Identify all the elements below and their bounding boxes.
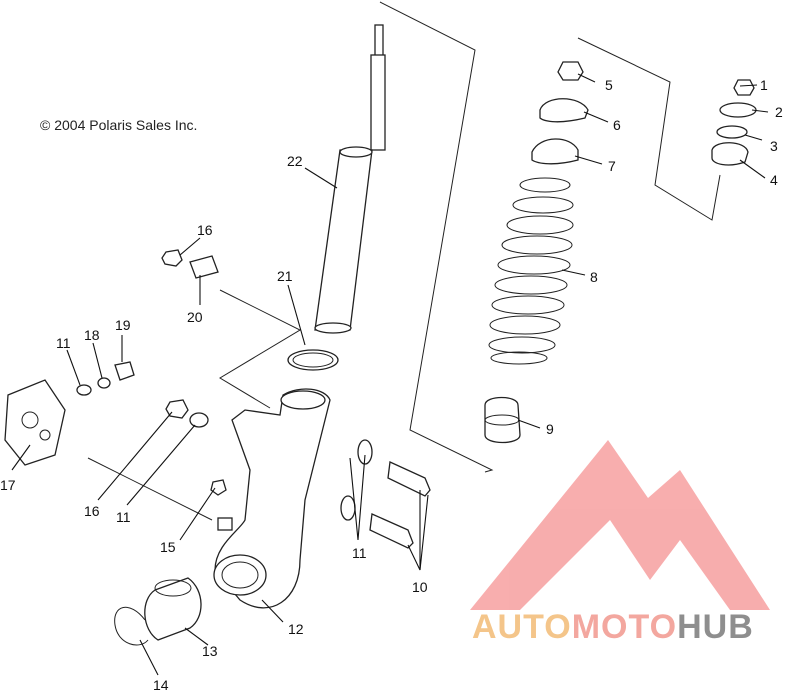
- watermark-part-hub: HUB: [677, 608, 754, 646]
- brake-caliper: [4, 379, 66, 466]
- callout-4: 4: [770, 172, 778, 188]
- callout-10: 10: [412, 579, 428, 595]
- bearing: [144, 577, 202, 641]
- upper-spring-seat: [539, 98, 589, 123]
- callout-14: 14: [153, 677, 169, 691]
- callout-21: 21: [277, 268, 293, 284]
- top-hardware-stack: [711, 79, 757, 166]
- callout-1: 1: [760, 77, 768, 93]
- strut-shock-body: [314, 24, 386, 334]
- callout-2: 2: [775, 104, 783, 120]
- callout-8: 8: [590, 269, 598, 285]
- assembly-lines: [87, 1, 721, 521]
- bolts: [369, 461, 431, 549]
- leader-lines: [11, 73, 769, 676]
- washers-right: [340, 439, 373, 521]
- watermark-text: AUTOMOTOHUB: [472, 608, 754, 647]
- callout-7: 7: [608, 158, 616, 174]
- callout-16-top: 16: [197, 222, 213, 238]
- callout-3: 3: [770, 138, 778, 154]
- watermark-part-moto: MOTO: [571, 608, 678, 646]
- callout-11-left: 11: [56, 335, 71, 351]
- callout-15: 15: [160, 539, 176, 555]
- copyright-notice: © 2004 Polaris Sales Inc.: [40, 117, 198, 133]
- callout-18: 18: [84, 327, 100, 343]
- callout-5: 5: [605, 77, 613, 93]
- callout-17: 17: [0, 477, 16, 493]
- lower-spring-seat: [531, 138, 579, 165]
- clip-and-nut: [161, 249, 219, 279]
- watermark-part-auto: AUTO: [472, 608, 572, 646]
- callouts: 1 2 3 4 5 6 7 8 9 10 11 11 11 12 13 14 1…: [0, 77, 783, 693]
- callout-16-bottom: 16: [84, 503, 100, 519]
- callout-19: 19: [115, 317, 131, 333]
- callout-13: 13: [202, 643, 218, 659]
- callout-11-right: 11: [352, 545, 367, 561]
- bump-stop: [484, 396, 521, 444]
- callout-12: 12: [288, 621, 304, 637]
- coil-spring: [488, 177, 574, 365]
- watermark-logo: [470, 440, 770, 610]
- callout-6: 6: [613, 117, 621, 133]
- top-nut: [557, 61, 584, 81]
- o-ring: [287, 349, 339, 371]
- callout-20: 20: [187, 309, 203, 325]
- caliper-hardware: [76, 361, 135, 396]
- knuckle-hardware: [165, 399, 227, 496]
- steering-knuckle: [213, 388, 331, 609]
- callout-22: 22: [287, 153, 303, 169]
- callout-9: 9: [546, 421, 554, 437]
- callout-11-middle: 11: [116, 509, 131, 525]
- retaining-ring: [114, 607, 149, 646]
